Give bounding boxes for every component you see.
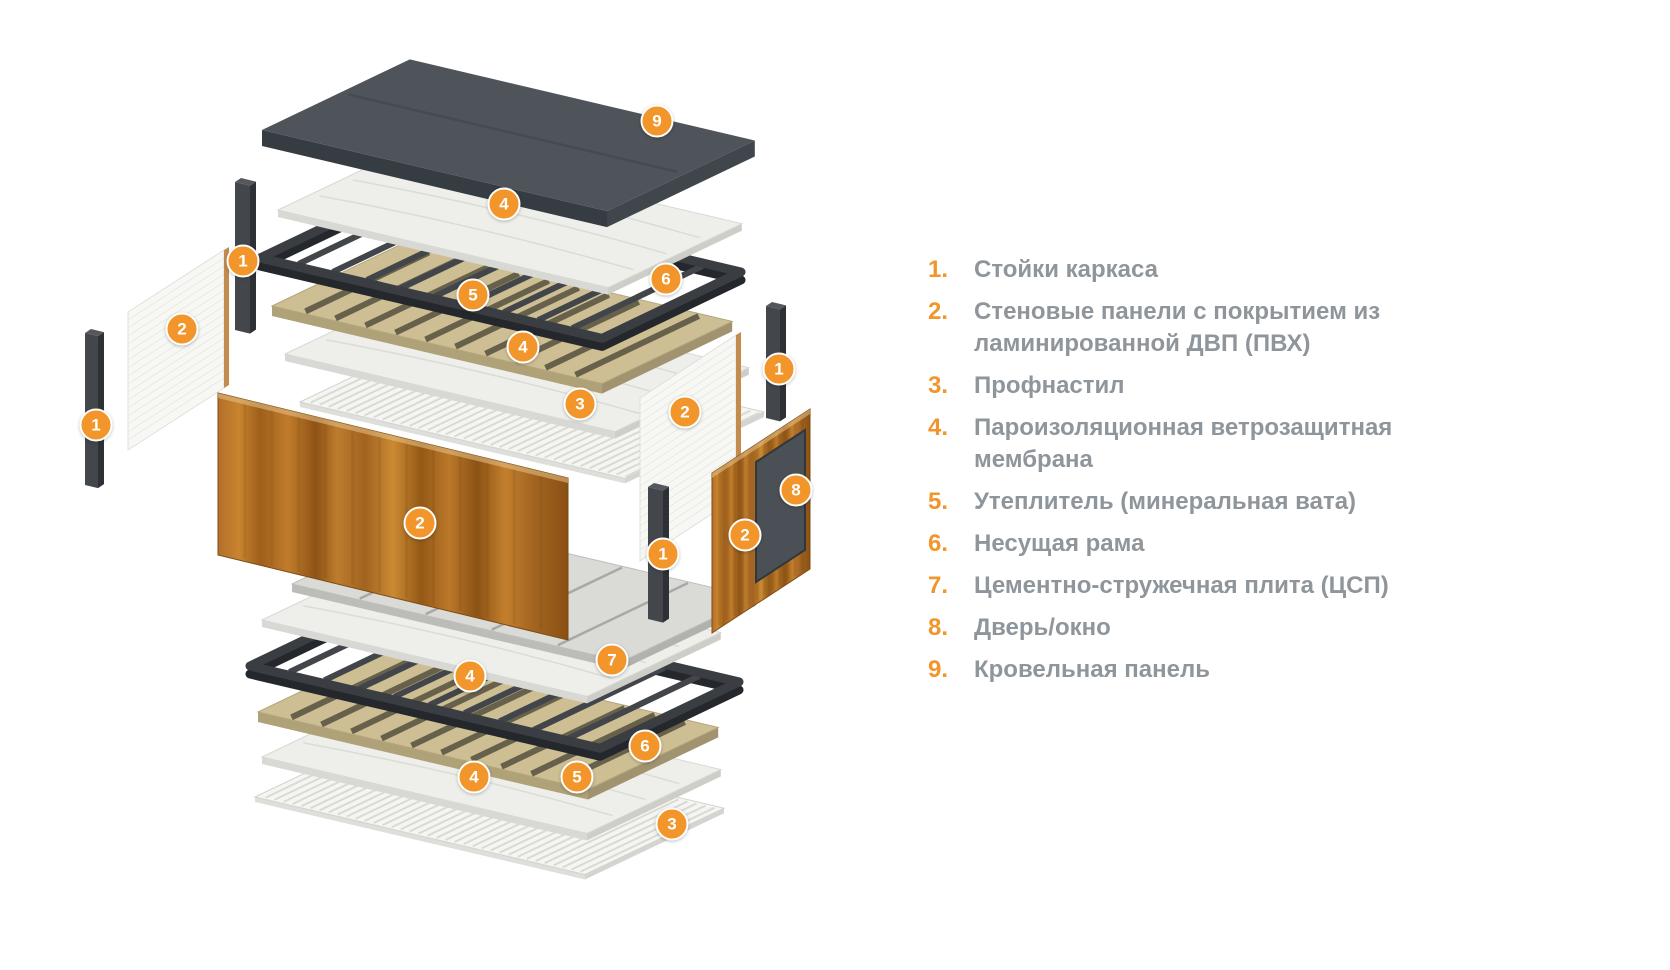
legend-item-label: Кровельная панель [974, 656, 1210, 683]
part-badge: 1 [646, 537, 680, 571]
part-badge: 2 [403, 506, 437, 540]
part-badge: 2 [668, 395, 702, 429]
part-badge: 9 [640, 104, 674, 138]
legend-item-number: 5. [928, 488, 949, 515]
part-badge: 4 [457, 760, 491, 794]
legend-item-label: Цементно-стружечная плита (ЦСП) [974, 572, 1389, 599]
legend-item-label: Утеплитель (минеральная вата) [974, 488, 1357, 515]
part-badge: 4 [506, 330, 540, 364]
part-badge: 8 [779, 473, 813, 507]
part-badge: 5 [456, 278, 490, 312]
legend-item-label: Стойки каркаса [974, 256, 1158, 283]
part-badge: 3 [655, 807, 689, 841]
legend-item: 3. Профнастил [928, 370, 1428, 402]
legend-item-label: Стеновые панели с покрытием из ламиниров… [974, 298, 1381, 357]
legend-item-number: 2. [928, 298, 949, 325]
part-badge: 1 [79, 408, 113, 442]
part-badge: 1 [226, 244, 260, 278]
part-badge: 4 [487, 187, 521, 221]
exploded-view-canvas [85, 59, 811, 880]
legend-item: 4. Пароизоляционная ветрозащитная мембра… [928, 412, 1428, 476]
part-badge: 1 [762, 352, 796, 386]
part-badge: 2 [728, 518, 762, 552]
legend-item: 8. Дверь/окно [928, 612, 1428, 644]
legend-item-label: Пароизоляционная ветрозащитная мембрана [974, 414, 1393, 473]
part-badge: 7 [595, 643, 629, 677]
legend-item-number: 1. [928, 256, 949, 283]
legend: 1. Стойки каркаса 2. Стеновые панели с п… [928, 254, 1428, 696]
part-badge: 6 [649, 262, 683, 296]
legend-item: 9. Кровельная панель [928, 654, 1428, 686]
part-badge: 5 [560, 760, 594, 794]
legend-item-number: 4. [928, 414, 949, 441]
legend-item-label: Несущая рама [974, 530, 1145, 557]
legend-item: 7. Цементно-стружечная плита (ЦСП) [928, 570, 1428, 602]
legend-item-label: Дверь/окно [974, 614, 1111, 641]
legend-item-number: 9. [928, 656, 949, 683]
legend-item: 1. Стойки каркаса [928, 254, 1428, 286]
legend-item-number: 7. [928, 572, 949, 599]
legend-item: 2. Стеновые панели с покрытием из ламини… [928, 296, 1428, 360]
part-badge: 2 [165, 312, 199, 346]
legend-item-number: 6. [928, 530, 949, 557]
legend-item-label: Профнастил [974, 372, 1125, 399]
part-badge: 4 [453, 659, 487, 693]
legend-item: 5. Утеплитель (минеральная вата) [928, 486, 1428, 518]
part-badge: 3 [563, 387, 597, 421]
legend-item-number: 8. [928, 614, 949, 641]
legend-item-number: 3. [928, 372, 949, 399]
legend-item: 6. Несущая рама [928, 528, 1428, 560]
part-badge: 6 [628, 729, 662, 763]
